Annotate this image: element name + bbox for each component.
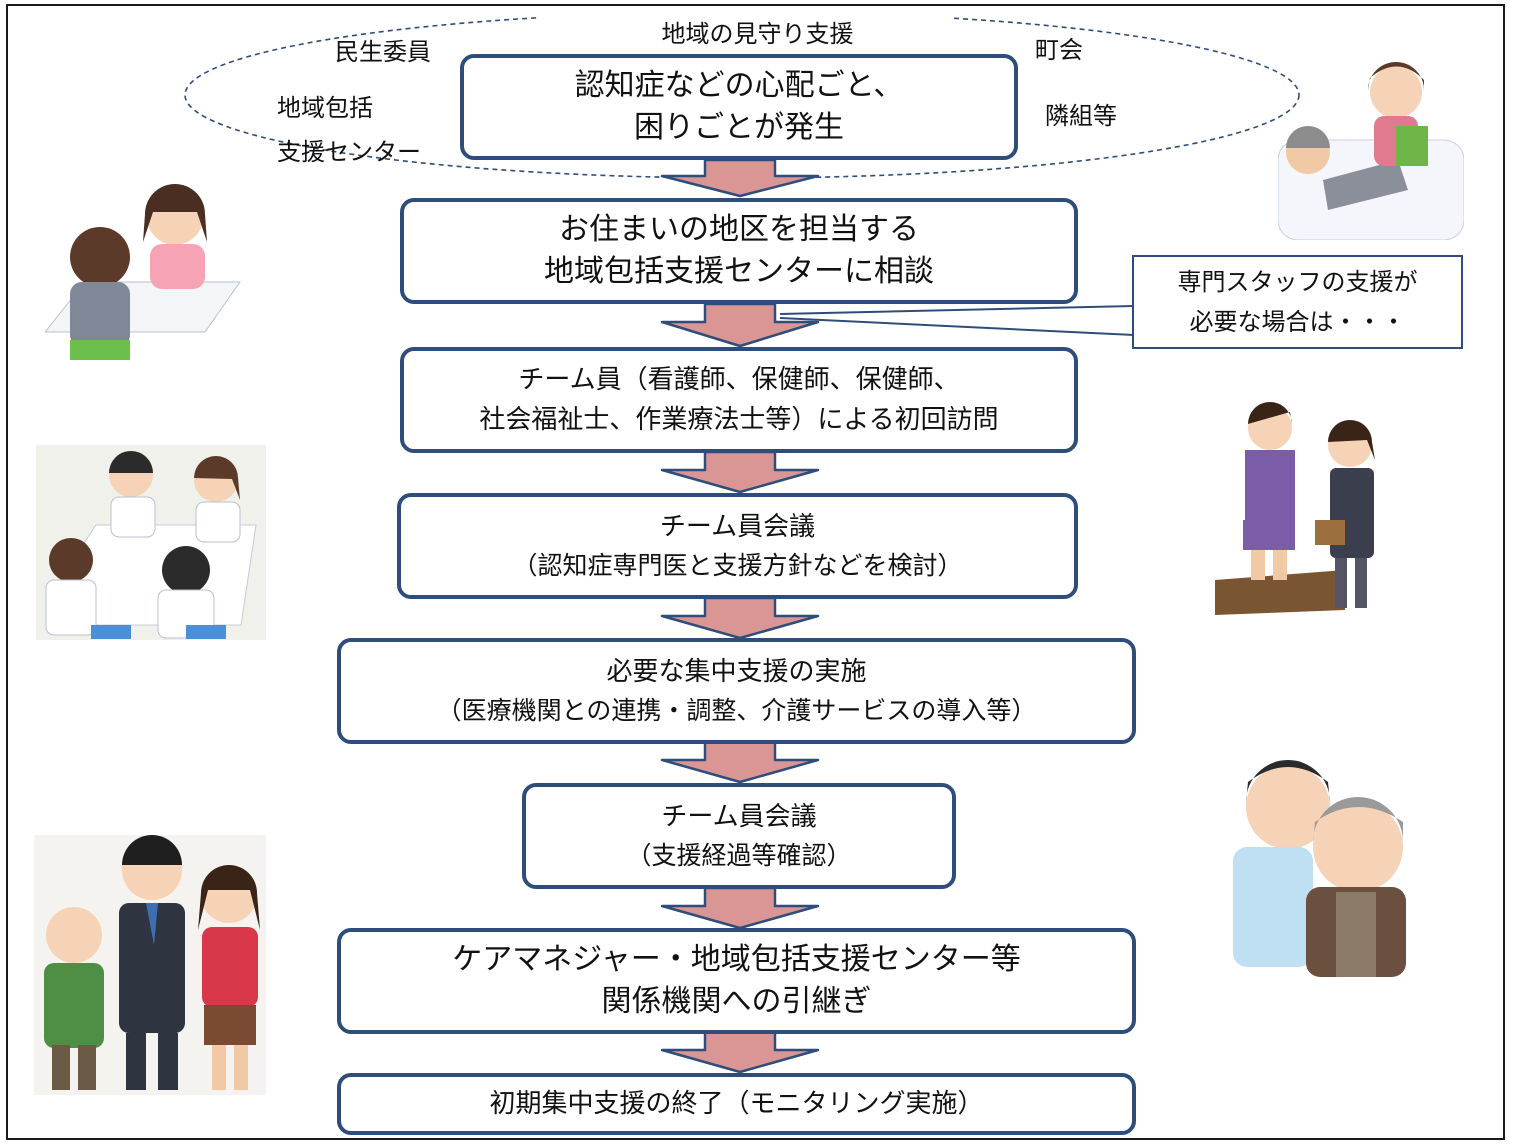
step-8-box: 初期集中支援の終了（モニタリング実施） (337, 1073, 1136, 1135)
callout-line1: 専門スタッフの支援が (1177, 268, 1418, 296)
step-5-line1: 必要な集中支援の実施 (606, 657, 867, 687)
step-6-box: チーム員会議 （支援経過等確認） (522, 783, 956, 889)
step-7-line2: 関係機関への引継ぎ (601, 984, 872, 1019)
step-2-line2: 地域包括支援センターに相談 (544, 254, 934, 289)
family-group-illustration (34, 835, 266, 1095)
oval-label-community-general: 地域包括 (277, 94, 373, 122)
step-4-line2: （認知症専門医と支援方針などを検討） (512, 551, 963, 580)
specialist-callout: 専門スタッフの支援が 必要な場合は・・・ (1132, 255, 1463, 349)
step-2-box: お住まいの地区を担当する 地域包括支援センターに相談 (400, 198, 1078, 304)
caregiver-bedside-illustration (1278, 62, 1464, 240)
oval-top-label: 地域の見守り支援 (661, 20, 854, 48)
oval-label-welfare-commissioner: 民生委員 (335, 38, 431, 66)
step-6-line2: （支援経過等確認） (626, 841, 852, 870)
flow-arrow (660, 740, 820, 784)
step-6-line1: チーム員会議 (661, 802, 817, 832)
staff-supporting-elder-illustration (1233, 760, 1406, 977)
flow-arrow (660, 596, 820, 640)
flow-arrow (660, 158, 820, 198)
oval-label-neighborhood: 隣組等 (1045, 102, 1117, 130)
callout-pointer (779, 305, 1135, 315)
step-5-line2: （医療機関との連携・調整、介護サービスの導入等） (436, 696, 1037, 725)
team-meeting-illustration (36, 445, 266, 640)
step-4-line1: チーム員会議 (659, 512, 816, 542)
oval-label-support-center: 支援センター (277, 138, 421, 166)
step-3-line1: チーム員（看護師、保健師、保健師、 (518, 365, 960, 395)
step-7-box: ケアマネジャー・地域包括支援センター等 関係機関への引継ぎ (337, 928, 1136, 1034)
callout-pointer (779, 317, 1135, 336)
flow-arrow (660, 450, 820, 494)
callout-line2: 必要な場合は・・・ (1189, 308, 1406, 336)
diagram-frame (6, 4, 1505, 1140)
step-3-box: チーム員（看護師、保健師、保健師、 社会福祉士、作業療法士等）による初回訪問 (400, 347, 1078, 453)
step-8-line1: 初期集中支援の終了（モニタリング実施） (489, 1089, 984, 1119)
step-1-line1: 認知症などの心配ごと、 (574, 68, 904, 103)
home-visit-illustration (1215, 402, 1375, 615)
step-2-line1: お住まいの地区を担当する (559, 212, 919, 247)
flow-arrow (660, 886, 820, 930)
flow-arrow (660, 302, 820, 348)
step-3-line2: 社会福祉士、作業療法士等）による初回訪問 (479, 405, 999, 435)
consultation-illustration (45, 184, 241, 360)
step-1-box: 認知症などの心配ごと、 困りごとが発生 (460, 54, 1018, 160)
flow-arrow (660, 1030, 820, 1074)
step-5-box: 必要な集中支援の実施 （医療機関との連携・調整、介護サービスの導入等） (337, 638, 1136, 744)
step-4-box: チーム員会議 （認知症専門医と支援方針などを検討） (397, 493, 1078, 599)
step-1-line2: 困りごとが発生 (634, 110, 844, 145)
oval-label-town-association: 町会 (1035, 36, 1083, 64)
step-7-line1: ケアマネジャー・地域包括支援センター等 (452, 942, 1021, 977)
